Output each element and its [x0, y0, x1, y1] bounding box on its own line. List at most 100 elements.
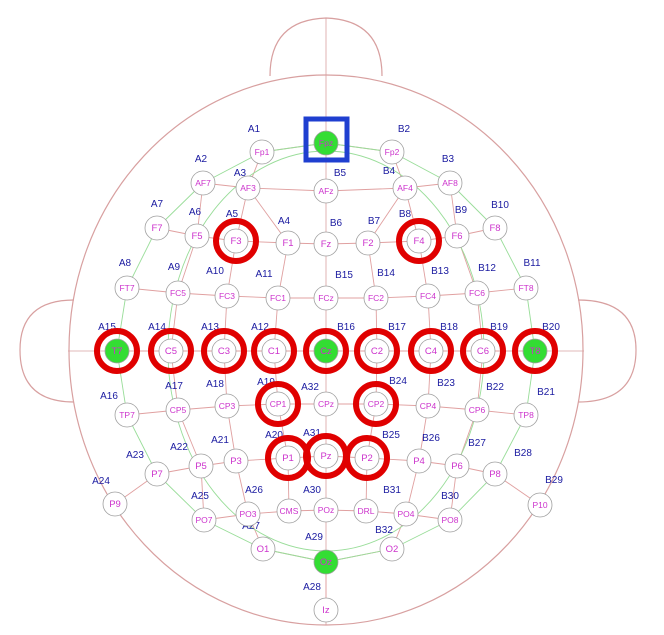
- electrode-label: C1: [268, 346, 280, 357]
- electrode-p1[interactable]: P1: [275, 445, 301, 471]
- electrode-o2[interactable]: O2: [379, 536, 405, 562]
- electrode-label: TP7: [119, 410, 135, 420]
- electrode-p8[interactable]: P8: [482, 461, 508, 487]
- channel-label-b20: B20: [542, 322, 560, 333]
- electrode-label: F4: [413, 236, 424, 247]
- electrode-c4[interactable]: C4: [418, 338, 444, 364]
- highlight-ring-c2: [354, 328, 400, 374]
- electrode-afz[interactable]: AFz: [313, 178, 339, 204]
- electrode-label: FC2: [368, 293, 384, 303]
- electrode-cms[interactable]: CMS: [276, 498, 302, 524]
- electrode-label: CP3: [219, 401, 236, 411]
- electrode-p9[interactable]: P9: [102, 491, 128, 517]
- electrode-fcz[interactable]: FCz: [313, 285, 339, 311]
- electrode-circle: [261, 338, 287, 364]
- electrode-c1[interactable]: C1: [261, 338, 287, 364]
- electrode-label: CP6: [469, 405, 486, 415]
- electrode-circle: [313, 231, 339, 257]
- highlight-marks: [94, 116, 558, 481]
- electrode-f2[interactable]: F2: [355, 230, 381, 256]
- electrode-p3[interactable]: P3: [223, 448, 249, 474]
- electrode-circle: [522, 338, 548, 364]
- electrode-oz[interactable]: Oz: [313, 549, 339, 575]
- electrode-fp1[interactable]: Fp1: [249, 139, 275, 165]
- electrode-t8[interactable]: T8: [522, 338, 548, 364]
- electrode-cpz[interactable]: CPz: [313, 391, 339, 417]
- electrode-p4[interactable]: P4: [406, 448, 432, 474]
- electrode-af4[interactable]: AF4: [392, 175, 418, 201]
- electrode-af7[interactable]: AF7: [190, 170, 216, 196]
- electrode-iz[interactable]: Iz: [313, 597, 339, 623]
- electrode-f1[interactable]: F1: [275, 230, 301, 256]
- electrode-circle: [355, 230, 381, 256]
- electrode-f7[interactable]: F7: [144, 215, 170, 241]
- electrode-cp1[interactable]: CP1: [265, 391, 291, 417]
- electrode-c5[interactable]: C5: [158, 338, 184, 364]
- electrode-circle: [211, 338, 237, 364]
- electrode-po3[interactable]: PO3: [235, 501, 261, 527]
- electrode-circle: [415, 393, 441, 419]
- electrode-f8[interactable]: F8: [482, 215, 508, 241]
- electrode-poz[interactable]: POz: [313, 497, 339, 523]
- electrode-f5[interactable]: F5: [184, 223, 210, 249]
- electrode-label: P10: [532, 500, 547, 510]
- electrode-fc4[interactable]: FC4: [415, 283, 441, 309]
- electrode-label: AFz: [318, 186, 333, 196]
- electrode-label: C3: [218, 346, 230, 357]
- electrode-fc3[interactable]: FC3: [214, 283, 240, 309]
- electrode-fc6[interactable]: FC6: [464, 280, 490, 306]
- electrode-circle: [188, 453, 214, 479]
- electrode-label: Cz: [320, 346, 332, 357]
- highlight-ring-c1: [251, 328, 297, 374]
- electrode-circle: [158, 338, 184, 364]
- electrode-cp4[interactable]: CP4: [415, 393, 441, 419]
- electrode-c2[interactable]: C2: [364, 338, 390, 364]
- electrode-label: P4: [413, 456, 425, 467]
- electrode-af8[interactable]: AF8: [437, 170, 463, 196]
- electrode-circle: [313, 597, 339, 623]
- electrode-f6[interactable]: F6: [444, 223, 470, 249]
- electrode-fpz[interactable]: Fpz: [313, 130, 339, 156]
- electrode-fc1[interactable]: FC1: [265, 285, 291, 311]
- electrode-circle: [265, 285, 291, 311]
- electrode-po4[interactable]: PO4: [393, 501, 419, 527]
- electrode-cp2[interactable]: CP2: [363, 391, 389, 417]
- electrode-p5[interactable]: P5: [188, 453, 214, 479]
- electrode-cp6[interactable]: CP6: [464, 397, 490, 423]
- electrode-po8[interactable]: PO8: [437, 507, 463, 533]
- electrode-circle: [165, 397, 191, 423]
- electrode-cz[interactable]: Cz: [313, 338, 339, 364]
- electrode-p10[interactable]: P10: [527, 492, 553, 518]
- electrode-af3[interactable]: AF3: [235, 175, 261, 201]
- highlight-ring-cz: [303, 328, 349, 374]
- electrode-drl[interactable]: DRL: [353, 498, 379, 524]
- channel-label-b29: B29: [545, 475, 563, 486]
- electrode-tp7[interactable]: TP7: [114, 402, 140, 428]
- electrode-c3[interactable]: C3: [211, 338, 237, 364]
- electrode-circle: [406, 448, 432, 474]
- electrode-ft7[interactable]: FT7: [114, 275, 140, 301]
- electrode-cp3[interactable]: CP3: [214, 393, 240, 419]
- electrode-fp2[interactable]: Fp2: [379, 139, 405, 165]
- electrode-circle: [191, 507, 217, 533]
- electrode-label: TP8: [518, 410, 534, 420]
- electrode-p7[interactable]: P7: [144, 461, 170, 487]
- electrode-label: FT7: [119, 283, 134, 293]
- electrode-label: O1: [257, 544, 270, 555]
- electrode-p6[interactable]: P6: [444, 453, 470, 479]
- electrode-tp8[interactable]: TP8: [513, 402, 539, 428]
- electrode-f4[interactable]: F4: [406, 228, 432, 254]
- electrode-fc2[interactable]: FC2: [363, 285, 389, 311]
- electrode-p2[interactable]: P2: [354, 445, 380, 471]
- electrode-c6[interactable]: C6: [470, 338, 496, 364]
- electrode-pz[interactable]: Pz: [313, 443, 339, 469]
- electrode-ft8[interactable]: FT8: [513, 275, 539, 301]
- electrode-label: C6: [477, 346, 489, 357]
- electrode-fz[interactable]: Fz: [313, 231, 339, 257]
- electrode-fc5[interactable]: FC5: [165, 280, 191, 306]
- electrode-po7[interactable]: PO7: [191, 507, 217, 533]
- electrode-t7[interactable]: T7: [104, 338, 130, 364]
- electrode-o1[interactable]: O1: [250, 536, 276, 562]
- electrode-f3[interactable]: F3: [223, 228, 249, 254]
- electrode-cp5[interactable]: CP5: [165, 397, 191, 423]
